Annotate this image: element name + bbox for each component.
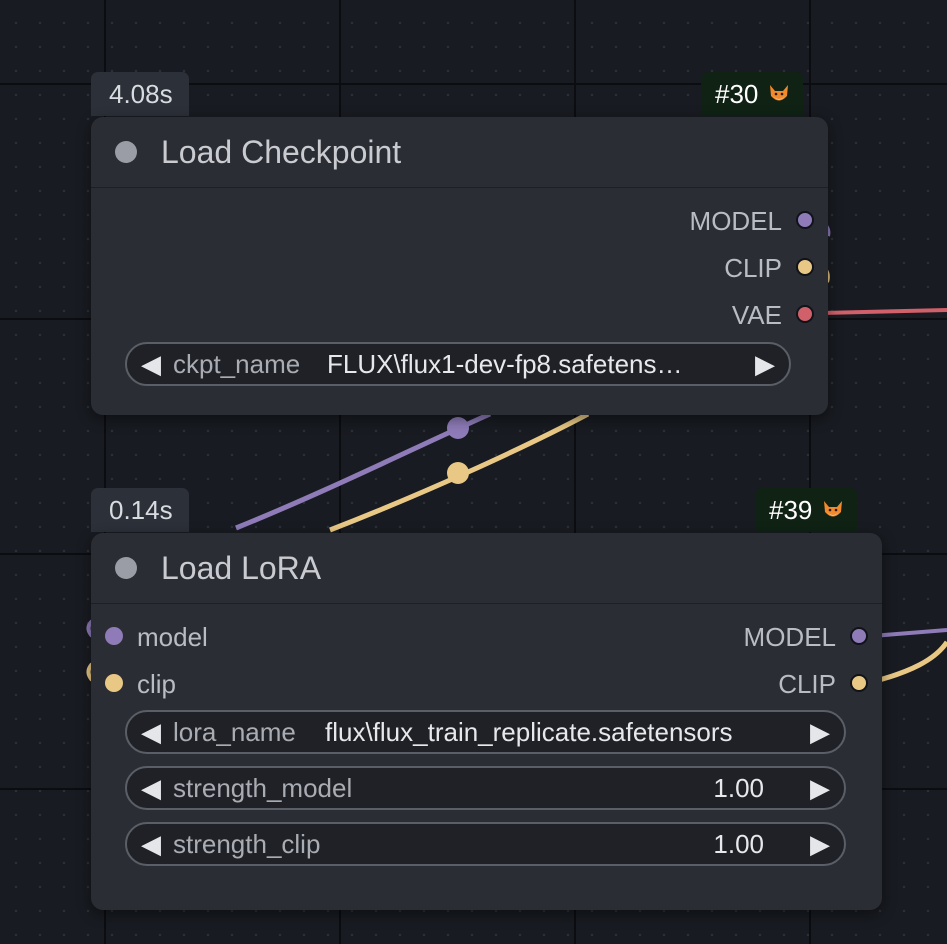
execution-time-badge: 0.14s xyxy=(91,488,189,532)
node-id-badge: #30 xyxy=(701,72,804,116)
triangle-left-icon[interactable]: ◀ xyxy=(141,349,161,379)
ckpt-name-combo[interactable]: ◀ ckpt_name FLUX\flux1-dev-fp8.safetens…… xyxy=(125,342,791,386)
node-title-bar[interactable]: Load Checkpoint xyxy=(91,117,828,188)
execution-time: 0.14s xyxy=(109,494,173,525)
node-title-bar[interactable]: Load LoRA xyxy=(91,533,882,604)
output-connector-icon[interactable] xyxy=(796,305,814,323)
output-connector-icon[interactable] xyxy=(796,211,814,229)
strength-model-number[interactable]: ◀ strength_model 1.00 ▶ xyxy=(125,766,846,810)
lora-model-out-link[interactable] xyxy=(871,628,947,638)
output-slot-clip[interactable]: CLIP xyxy=(91,252,828,284)
lora-name-combo[interactable]: ◀ lora_name flux\flux_train_replicate.sa… xyxy=(125,710,846,754)
widget-name: strength_model xyxy=(173,773,353,803)
triangle-left-icon[interactable]: ◀ xyxy=(141,829,161,859)
output-label: CLIP xyxy=(724,253,782,283)
output-slot-vae[interactable]: VAE xyxy=(91,299,828,331)
widget-name: strength_clip xyxy=(173,829,321,859)
triangle-right-icon[interactable]: ▶ xyxy=(810,773,830,803)
slot-row-model: model MODEL xyxy=(91,621,882,653)
node-id-badge: #39 xyxy=(755,488,858,532)
input-label: clip xyxy=(137,669,177,699)
execution-time: 4.08s xyxy=(109,78,173,109)
triangle-left-icon[interactable]: ◀ xyxy=(141,773,161,803)
widget-value: 1.00 xyxy=(713,773,764,803)
slot-row-clip: clip CLIP xyxy=(91,668,882,700)
input-connector-icon[interactable] xyxy=(105,674,123,692)
node-title: Load Checkpoint xyxy=(161,133,402,170)
strength-clip-number[interactable]: ◀ strength_clip 1.00 ▶ xyxy=(125,822,846,866)
node-title: Load LoRA xyxy=(161,549,322,586)
output-connector-icon[interactable] xyxy=(850,627,868,645)
lora-clip-in-stub xyxy=(86,662,94,682)
triangle-right-icon[interactable]: ▶ xyxy=(755,349,775,379)
clip-link-midpoint[interactable] xyxy=(447,462,469,484)
input-connector-icon[interactable] xyxy=(105,627,123,645)
output-connector-icon[interactable] xyxy=(850,674,868,692)
widget-name: ckpt_name xyxy=(173,349,301,379)
triangle-left-icon[interactable]: ◀ xyxy=(141,717,161,747)
execution-time-badge: 4.08s xyxy=(91,72,189,116)
widget-value: FLUX\flux1-dev-fp8.safetens… xyxy=(327,349,683,379)
widget-name: lora_name xyxy=(173,717,296,747)
output-label: MODEL xyxy=(743,622,836,652)
vae-link[interactable] xyxy=(821,308,947,315)
collapse-toggle-icon[interactable] xyxy=(115,141,137,163)
fox-icon xyxy=(770,85,789,101)
widget-value: 1.00 xyxy=(713,829,764,859)
triangle-right-icon[interactable]: ▶ xyxy=(810,829,830,859)
output-label: MODEL xyxy=(689,206,782,236)
load-lora-node[interactable]: Load LoRA model MODEL clip CLIP ◀ lora_n… xyxy=(91,533,882,910)
lora-clip-out-link[interactable] xyxy=(871,640,947,685)
fox-icon xyxy=(824,501,843,517)
output-slot-model[interactable]: MODEL xyxy=(91,205,828,237)
model-link-midpoint[interactable] xyxy=(447,417,469,439)
widget-value: flux\flux_train_replicate.safetensors xyxy=(325,717,733,747)
load-checkpoint-node[interactable]: Load Checkpoint MODEL CLIP VAE ◀ ckpt_na… xyxy=(91,117,828,415)
output-connector-icon[interactable] xyxy=(796,258,814,276)
input-label: model xyxy=(137,622,208,652)
output-label: CLIP xyxy=(778,669,836,699)
node-id: #30 xyxy=(715,78,759,109)
collapse-toggle-icon[interactable] xyxy=(115,557,137,579)
triangle-right-icon[interactable]: ▶ xyxy=(810,717,830,747)
lora-model-in-stub xyxy=(86,619,94,638)
output-label: VAE xyxy=(731,300,782,330)
node-id: #39 xyxy=(769,494,813,525)
